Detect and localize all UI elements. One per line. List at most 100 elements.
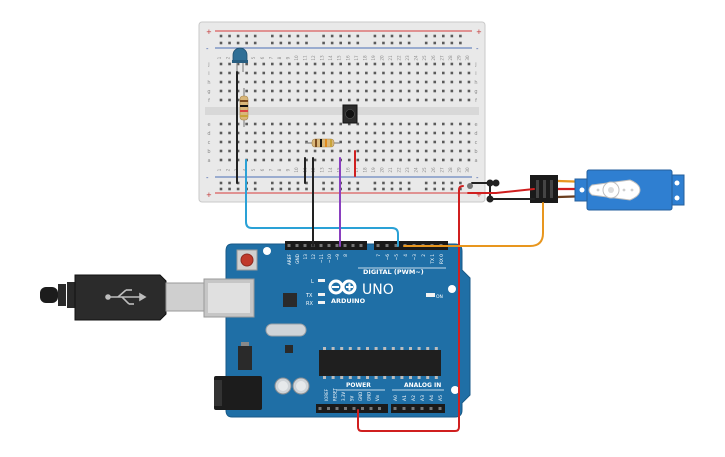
terminal-hole[interactable] [347,80,351,84]
terminal-hole[interactable] [288,98,291,102]
terminal-hole[interactable] [330,122,334,126]
terminal-hole[interactable] [399,140,402,144]
terminal-hole[interactable] [322,149,325,153]
terminal-hole[interactable] [390,62,394,66]
terminal-hole[interactable] [424,80,428,84]
terminal-hole[interactable] [339,149,342,153]
rail-hole[interactable] [279,34,283,38]
terminal-hole[interactable] [442,62,445,66]
rail-hole[interactable] [228,187,231,191]
rail-hole[interactable] [288,181,291,185]
terminal-hole[interactable] [296,89,300,93]
header-pin[interactable] [438,407,442,410]
terminal-hole[interactable] [228,98,231,102]
terminal-hole[interactable] [279,158,283,162]
rail-hole[interactable] [442,181,445,185]
terminal-hole[interactable] [382,62,385,66]
terminal-hole[interactable] [407,62,411,66]
terminal-hole[interactable] [356,140,360,144]
terminal-hole[interactable] [424,98,428,102]
terminal-hole[interactable] [442,131,445,135]
terminal-hole[interactable] [467,80,471,84]
terminal-hole[interactable] [305,122,308,126]
terminal-hole[interactable] [279,140,283,144]
terminal-hole[interactable] [236,71,240,75]
terminal-hole[interactable] [347,149,351,153]
rail-hole[interactable] [288,34,291,38]
terminal-hole[interactable] [433,98,437,102]
rail-hole[interactable] [322,187,325,191]
terminal-hole[interactable] [262,158,266,162]
rail-hole[interactable] [236,34,240,38]
rail-hole[interactable] [373,181,377,185]
terminal-hole[interactable] [262,149,266,153]
terminal-hole[interactable] [279,98,283,102]
terminal-hole[interactable] [236,80,240,84]
terminal-hole[interactable] [219,71,223,75]
terminal-hole[interactable] [442,149,445,153]
terminal-hole[interactable] [322,122,325,126]
terminal-hole[interactable] [459,122,462,126]
rail-hole[interactable] [347,34,351,38]
terminal-hole[interactable] [339,122,342,126]
rail-hole[interactable] [219,34,223,38]
terminal-hole[interactable] [322,158,325,162]
rail-hole[interactable] [228,181,231,185]
header-pin[interactable] [376,244,380,247]
rail-hole[interactable] [288,41,291,45]
terminal-hole[interactable] [407,80,411,84]
terminal-hole[interactable] [236,158,240,162]
rail-hole[interactable] [450,181,454,185]
terminal-hole[interactable] [433,71,437,75]
rail-hole[interactable] [356,187,360,191]
terminal-hole[interactable] [219,140,223,144]
terminal-hole[interactable] [390,131,394,135]
header-pin[interactable] [351,244,355,247]
terminal-hole[interactable] [390,158,394,162]
terminal-hole[interactable] [330,62,334,66]
terminal-hole[interactable] [382,80,385,84]
terminal-hole[interactable] [356,122,360,126]
terminal-hole[interactable] [262,98,266,102]
terminal-hole[interactable] [219,149,223,153]
terminal-hole[interactable] [347,140,351,144]
terminal-hole[interactable] [399,158,402,162]
header-pin[interactable] [295,244,299,247]
terminal-hole[interactable] [390,140,394,144]
terminal-hole[interactable] [407,140,411,144]
power-header[interactable] [316,404,388,413]
terminal-hole[interactable] [467,122,471,126]
terminal-hole[interactable] [390,149,394,153]
terminal-hole[interactable] [288,140,291,144]
terminal-hole[interactable] [373,98,377,102]
terminal-hole[interactable] [271,98,274,102]
rail-hole[interactable] [305,187,308,191]
terminal-hole[interactable] [433,80,437,84]
terminal-hole[interactable] [262,71,266,75]
terminal-hole[interactable] [279,131,283,135]
terminal-hole[interactable] [313,158,317,162]
wire-red-rail-to-servo[interactable] [467,188,535,194]
terminal-hole[interactable] [467,71,471,75]
terminal-hole[interactable] [228,140,231,144]
terminal-hole[interactable] [442,158,445,162]
terminal-hole[interactable] [407,131,411,135]
terminal-hole[interactable] [322,131,325,135]
terminal-hole[interactable] [279,149,283,153]
terminal-hole[interactable] [365,98,368,102]
rail-hole[interactable] [424,187,428,191]
terminal-hole[interactable] [373,62,377,66]
atmega-chip[interactable] [319,350,441,376]
terminal-hole[interactable] [416,131,419,135]
terminal-hole[interactable] [330,158,334,162]
terminal-hole[interactable] [424,140,428,144]
terminal-hole[interactable] [253,158,257,162]
rail-hole[interactable] [356,41,360,45]
terminal-hole[interactable] [347,122,351,126]
header-pin[interactable] [369,407,373,410]
terminal-hole[interactable] [356,98,360,102]
terminal-hole[interactable] [399,62,402,66]
terminal-hole[interactable] [296,158,300,162]
header-pin[interactable] [361,407,364,410]
terminal-hole[interactable] [322,89,325,93]
